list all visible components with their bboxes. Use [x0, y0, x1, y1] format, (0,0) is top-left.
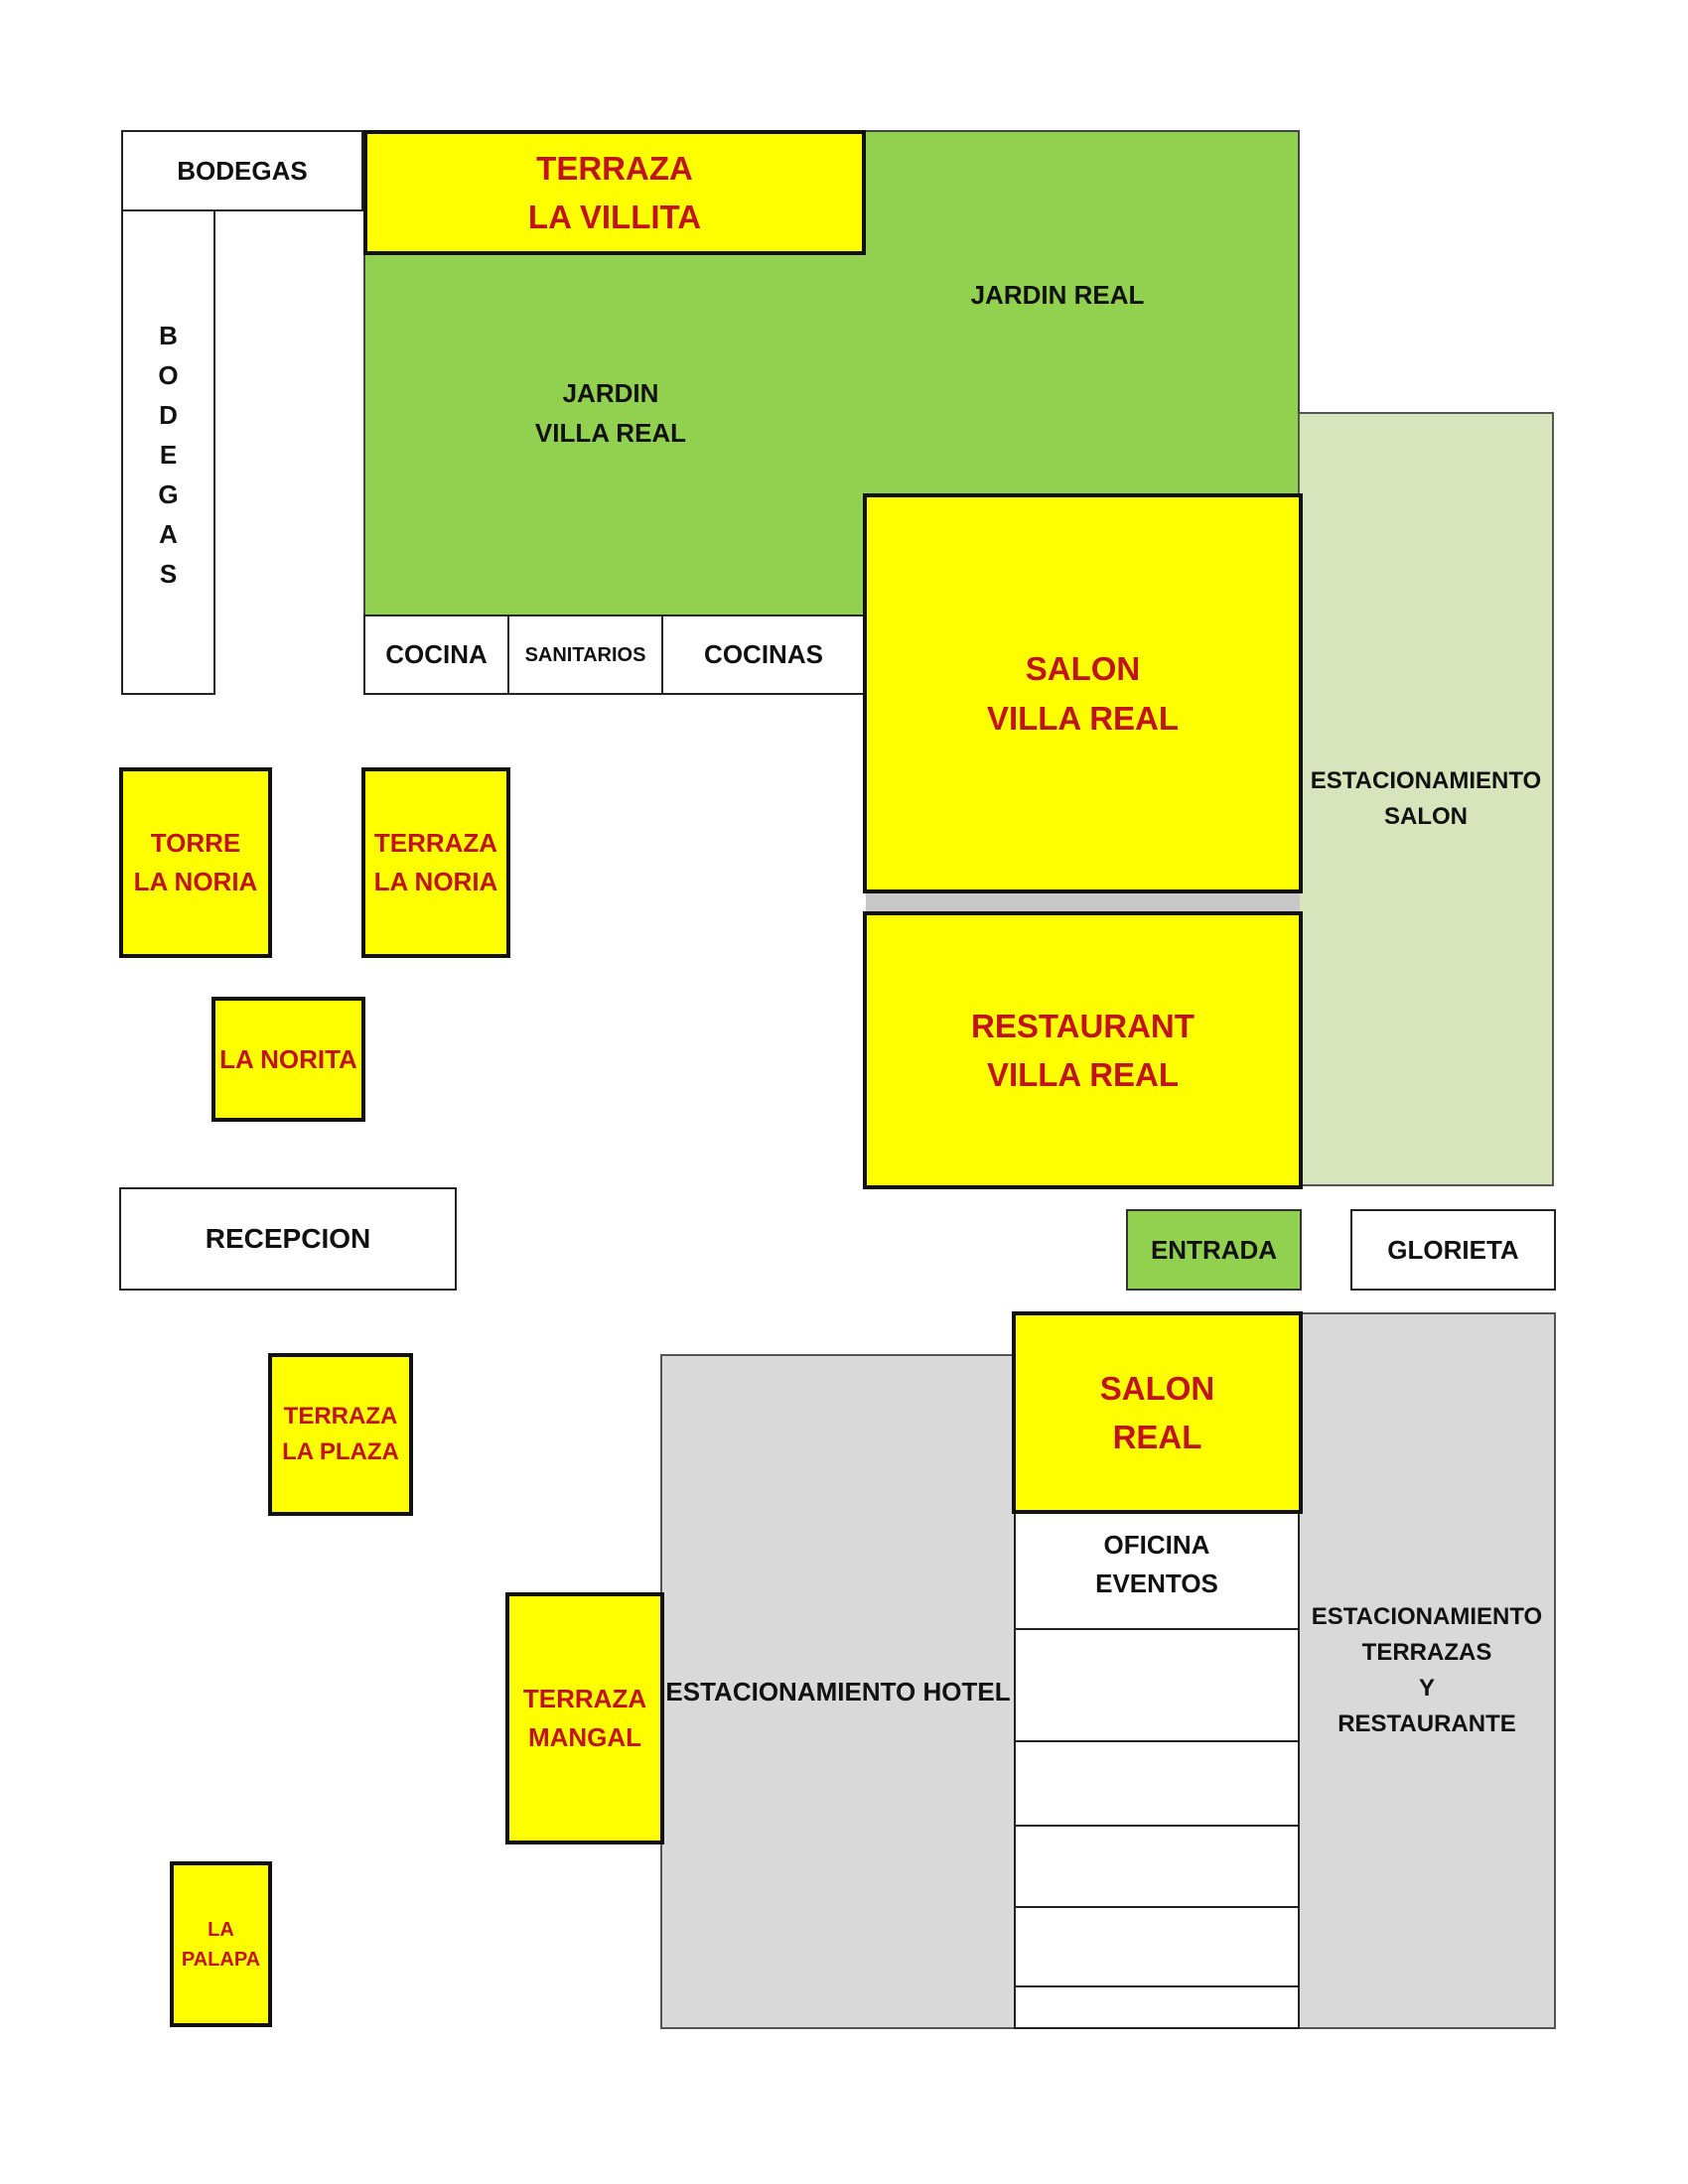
bodegas-top: BODEGAS: [121, 130, 363, 211]
cocina: COCINA: [363, 614, 509, 695]
la-palapa: LA PALAPA: [170, 1861, 272, 2027]
office-slot-5: [1014, 1985, 1300, 2029]
estacionamiento-terrazas: ESTACIONAMIENTO TERRAZAS Y RESTAURANTE: [1298, 1312, 1556, 2029]
bodegas-vertical: B O D E G A S: [121, 209, 215, 695]
torre-la-noria: TORRE LA NORIA: [119, 767, 272, 958]
terraza-la-villita: TERRAZA LA VILLITA: [363, 130, 866, 255]
sanitarios: SANITARIOS: [507, 614, 663, 695]
recepcion: RECEPCION: [119, 1187, 457, 1291]
terraza-la-noria: TERRAZA LA NORIA: [361, 767, 510, 958]
la-norita: LA NORITA: [211, 997, 365, 1122]
salon-real: SALON REAL: [1012, 1311, 1303, 1514]
estacionamiento-salon: ESTACIONAMIENTO SALON: [1298, 412, 1554, 1186]
office-slot-1: [1014, 1628, 1300, 1742]
office-slot-3: [1014, 1825, 1300, 1908]
office-slot-4: [1014, 1906, 1300, 1987]
oficina-eventos: OFICINA EVENTOS: [1014, 1508, 1300, 1630]
jardin-villa-real-label: JARDIN VILLA REAL: [534, 378, 687, 449]
glorieta: GLORIETA: [1350, 1209, 1556, 1291]
entrada: ENTRADA: [1126, 1209, 1302, 1291]
salon-villa-real: SALON VILLA REAL: [863, 493, 1303, 893]
jardin-real-label: JARDIN REAL: [970, 280, 1145, 310]
estacionamiento-hotel: ESTACIONAMIENTO HOTEL: [660, 1354, 1016, 2029]
terraza-mangal: TERRAZA MANGAL: [505, 1592, 664, 1844]
office-slot-2: [1014, 1740, 1300, 1827]
terraza-la-plaza: TERRAZA LA PLAZA: [268, 1353, 413, 1516]
cocinas: COCINAS: [661, 614, 866, 695]
restaurant-villa-real: RESTAURANT VILLA REAL: [863, 911, 1303, 1189]
